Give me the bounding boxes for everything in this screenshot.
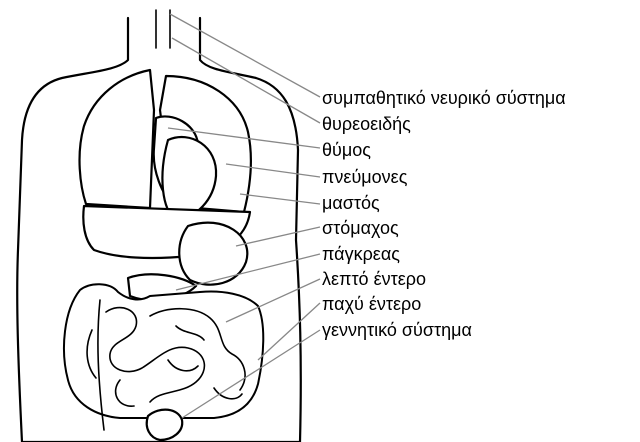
label-small-intestine: λεπτό έντερο [322,269,426,289]
label-thymus: θύμος [322,140,371,160]
label-reproductive-system: γεννητικό σύστημα [322,320,472,340]
label-lungs: πνεύμονες [322,167,407,187]
label-stomach: στόμαχος [322,218,399,238]
label-sympathetic-nervous-system: συμπαθητικό νευρικό σύστημα [322,88,566,108]
label-large-intestine: παχύ έντερο [322,294,421,314]
large-intestine-organ [64,284,263,418]
label-pancreas: πάγκρεας [322,244,400,264]
label-breast: μαστός [322,193,380,213]
label-thyroid: θυρεοειδής [322,114,411,134]
